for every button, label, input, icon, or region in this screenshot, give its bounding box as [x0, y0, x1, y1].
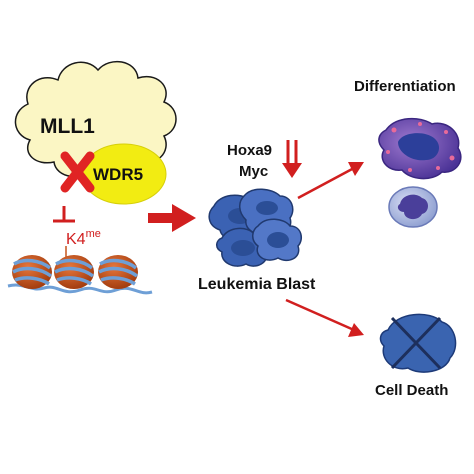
upregulation-arrows-icon [282, 140, 302, 178]
arrow-icon [148, 204, 196, 232]
wdr5-label: WDR5 [93, 165, 143, 184]
myc-label: Myc [239, 163, 268, 180]
cell-cluster-icon [208, 188, 303, 267]
leukemia-blast-label: Leukemia Blast [198, 276, 316, 293]
inhibition-bar-icon [53, 206, 75, 223]
chromatin [7, 255, 153, 295]
hoxa9-label: Hoxa9 [227, 142, 272, 159]
arrow-icon [297, 162, 364, 200]
nucleosome-icon [54, 255, 95, 289]
x-mark-icon [60, 151, 95, 193]
differentiated-cell-icon [378, 117, 462, 180]
arrow-icon [285, 298, 364, 337]
differentiation-label: Differentiation [354, 78, 456, 95]
cell-death-label: Cell Death [375, 382, 448, 399]
crossed-cell-icon [379, 313, 457, 373]
nucleosome-icon [98, 255, 139, 289]
mll1-label: MLL1 [40, 115, 95, 138]
k4-superscript: me [86, 228, 101, 240]
k4-text: K4 [66, 231, 86, 248]
differentiated-cell-icon [388, 186, 438, 228]
nucleosome-icon [12, 255, 53, 289]
k4-label: K4me [66, 228, 101, 248]
mll1-complex: MLL1 WDR5 [14, 60, 177, 205]
